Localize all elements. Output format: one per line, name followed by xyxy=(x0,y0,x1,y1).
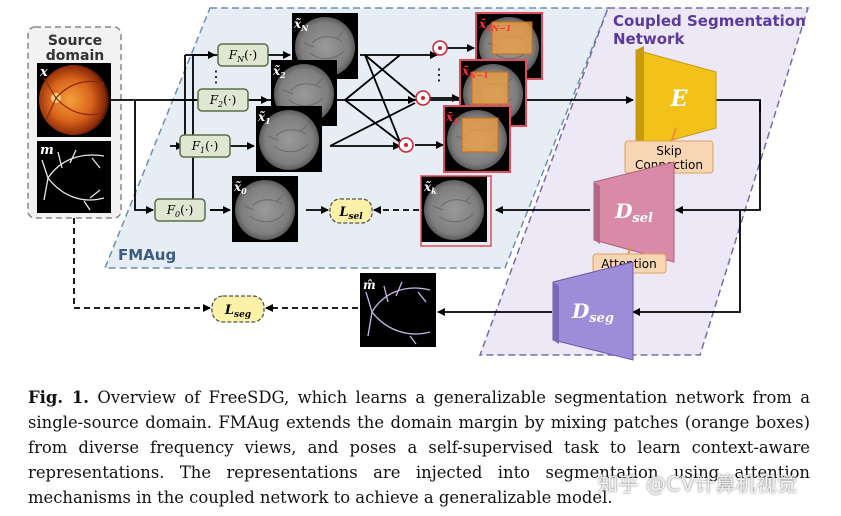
mixed-x1 xyxy=(443,105,511,173)
freesdg-overview-diagram: FMAug Coupled Segmentation Network Sourc… xyxy=(27,7,810,361)
svg-text:F2(·): F2(·) xyxy=(209,93,237,109)
source-mask-label: m xyxy=(40,143,54,158)
dots-filters: ⋮ xyxy=(208,67,224,86)
multiply-node-mid xyxy=(415,90,431,106)
loss-sel-box: Lsel xyxy=(329,198,373,224)
predicted-mask xyxy=(360,273,436,347)
encoder-block: E xyxy=(635,46,717,151)
multiply-node-top xyxy=(432,40,448,56)
svg-text:F1(·): F1(·) xyxy=(191,139,219,155)
mixed-x2n-1-label: x̄2N−1 xyxy=(478,17,511,33)
source-fundus-image xyxy=(37,63,111,137)
svg-text:Dsel: Dsel xyxy=(614,199,653,226)
source-domain-title-line1: Source xyxy=(48,33,102,49)
source-vessel-mask xyxy=(37,141,111,213)
source-domain-title-line2: domain xyxy=(46,48,104,64)
coupled-network-title-line1: Coupled Segmentation xyxy=(613,12,806,30)
dots-nodes: ⋮ xyxy=(431,65,447,84)
fmaug-label: FMAug xyxy=(118,246,176,264)
predicted-mask-label: m̂ xyxy=(363,278,376,292)
dashed-connectors xyxy=(73,206,419,312)
view-x0-label: x̃0 xyxy=(233,180,247,196)
filter-box-f0: F0(·) xyxy=(154,198,206,222)
view-xk-label: x̃k xyxy=(423,180,437,196)
coupled-network-title-line2: Network xyxy=(613,30,685,48)
filter-box-fn: FN(·) xyxy=(217,43,269,67)
view-xn-label: x̃N xyxy=(293,17,309,33)
view-x2-label: x̃2 xyxy=(272,64,286,80)
svg-text:Lseg: Lseg xyxy=(224,303,251,320)
filter-box-f2: F2(·) xyxy=(197,88,249,112)
svg-text:E: E xyxy=(670,86,689,112)
watermark: 知乎 @CV计算机视觉 xyxy=(598,472,798,496)
mixed-x1-label: x̄1 xyxy=(445,110,459,126)
figure-caption: Fig. 1. Overview of FreeSDG, which learn… xyxy=(28,385,810,510)
caption-fig-label: Fig. 1. xyxy=(28,388,90,407)
source-image-label: x xyxy=(39,65,48,80)
mixed-x2n-1 xyxy=(475,12,543,80)
mixed-xn-1-label: x̄N−1 xyxy=(461,64,489,80)
decoder-sel-block: Dsel xyxy=(593,161,675,263)
decoder-seg-block: Dseg xyxy=(552,261,634,361)
svg-text:Skip: Skip xyxy=(656,144,682,158)
view-x1-label: x̃1 xyxy=(257,110,271,126)
svg-text:F0(·): F0(·) xyxy=(166,203,194,219)
svg-text:Lsel: Lsel xyxy=(338,205,363,222)
multiply-node-bottom xyxy=(398,137,414,153)
caption-text: Overview of FreeSDG, which learns a gene… xyxy=(28,388,810,507)
svg-text:Dseg: Dseg xyxy=(571,299,614,326)
view-xk xyxy=(420,175,492,247)
loss-seg-box: Lseg xyxy=(211,295,265,323)
filter-box-f1: F1(·) xyxy=(179,134,231,158)
svg-text:FN(·): FN(·) xyxy=(228,48,258,64)
